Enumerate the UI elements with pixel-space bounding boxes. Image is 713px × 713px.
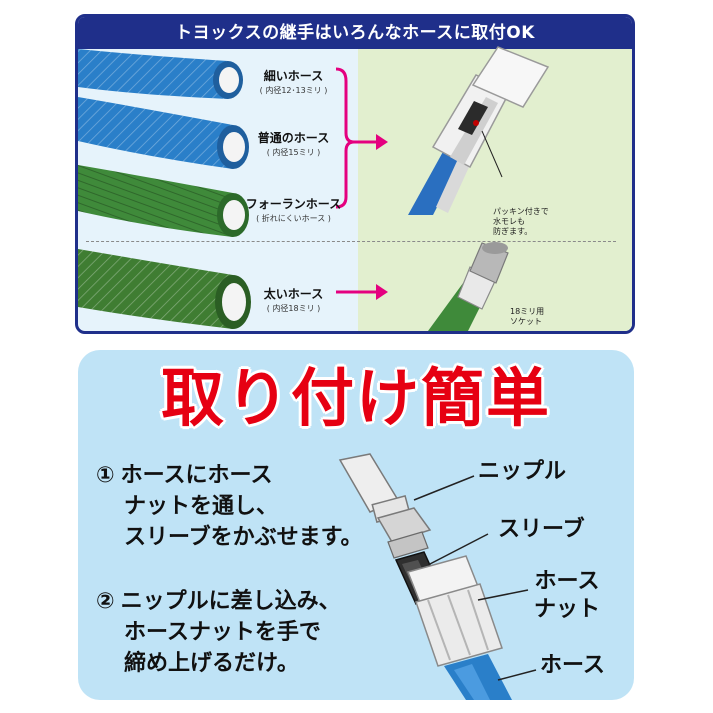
dashed-divider bbox=[86, 241, 616, 242]
hose-label-normal: 普通のホース ( 内径15ミリ ) bbox=[257, 131, 330, 157]
socket-fitting-image bbox=[428, 242, 509, 331]
label-sleeve: スリーブ bbox=[498, 517, 585, 542]
thin-hose-image bbox=[78, 49, 243, 99]
top-info-panel: トヨックスの継手はいろんなホースに取付OK bbox=[75, 14, 635, 334]
socket-note: 18ミリ用 ソケット bbox=[510, 307, 545, 326]
label-hose-nut: ホース ナット bbox=[534, 569, 601, 622]
hose-label-thin: 細いホース ( 内径12･13ミリ ) bbox=[259, 69, 328, 95]
bracket-arrow bbox=[335, 67, 376, 209]
hose-illustrations bbox=[78, 46, 550, 331]
installation-panel: 取り付け簡単 bbox=[78, 350, 634, 700]
fitting-assembly-illustration bbox=[338, 453, 537, 700]
hose-label-thick: 太いホース ( 内径18ミリ ) bbox=[263, 287, 324, 313]
foran-hose-image bbox=[78, 165, 249, 237]
nipple-part-image bbox=[338, 453, 432, 559]
leader-lines bbox=[413, 475, 537, 681]
top-banner: トヨックスの継手はいろんなホースに取付OK bbox=[78, 17, 632, 49]
pink-arrow-head bbox=[376, 134, 388, 150]
pink-arrow-head bbox=[376, 284, 388, 300]
hose-label-foran: フォーランホース ( 折れにくいホース ) bbox=[245, 197, 342, 223]
headline-easy-install: 取り付け簡単 bbox=[161, 362, 551, 435]
label-nipple: ニップル bbox=[478, 459, 567, 484]
thick-hose-image bbox=[78, 249, 251, 329]
hose-nut-part-image bbox=[406, 555, 503, 667]
fitting-cutaway-image bbox=[408, 46, 550, 215]
hose-part-image bbox=[444, 654, 512, 700]
normal-hose-image bbox=[78, 97, 249, 169]
label-hose: ホース bbox=[540, 653, 605, 678]
packing-note: パッキン付きで 水モレも 防ぎます。 bbox=[493, 207, 549, 236]
